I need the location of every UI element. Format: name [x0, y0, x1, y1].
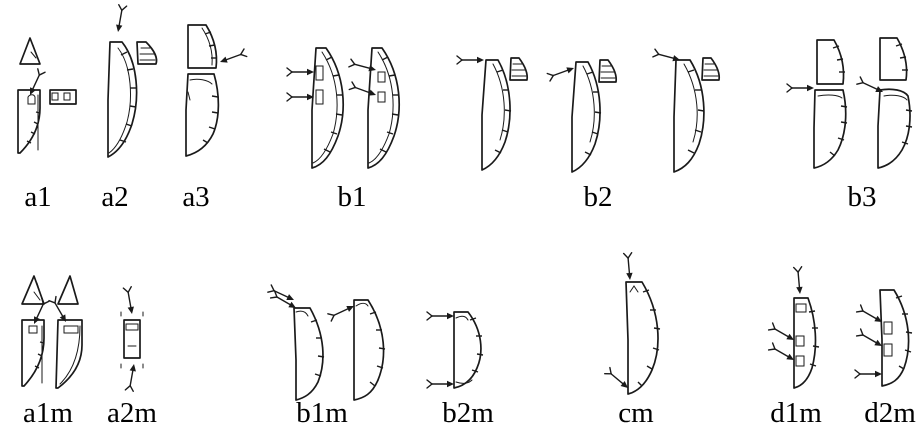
panel-b2m: b2m: [426, 311, 494, 429]
impact-arrow: [767, 322, 797, 345]
impact-arrow: [622, 252, 635, 282]
impact-arrow: [604, 366, 632, 392]
panel-label: a1: [24, 181, 51, 213]
lunate-segment-right: [353, 299, 385, 401]
lunate-segment: [17, 89, 41, 154]
impact-arrow: [767, 342, 797, 365]
panel-label: a3: [182, 181, 209, 213]
panel-label: a1m: [23, 397, 73, 429]
detail-fragment: [49, 89, 77, 105]
detail-fragment: [136, 41, 158, 65]
impact-arrow: [286, 67, 315, 77]
impact-arrow: [426, 311, 455, 321]
panel-label: a2m: [107, 397, 157, 429]
lunate-segment: [453, 311, 482, 389]
lunate-segment-1: [481, 59, 511, 171]
panel-label: d1m: [770, 397, 822, 429]
lunate-segment-2: [571, 61, 601, 173]
central-fragment: [123, 319, 141, 359]
impact-arrow: [456, 55, 485, 65]
lower-fragment: [185, 73, 220, 157]
lunate-segment-left: [311, 47, 344, 169]
panel-label: b3: [848, 181, 877, 213]
upper-fragment: [187, 24, 218, 69]
panel-cm: cm: [604, 252, 661, 429]
panel-label: a2: [101, 181, 128, 213]
impact-arrow: [327, 301, 357, 322]
lunate-segment: [879, 289, 910, 387]
upper-fragment-right: [879, 37, 908, 81]
impact-arrow: [855, 328, 885, 351]
lunate-segment-3: [673, 59, 705, 173]
impact-arrow: [217, 48, 248, 67]
panel-label: cm: [618, 397, 654, 429]
impact-arrow: [25, 68, 46, 98]
upper-fragment-left: [816, 39, 845, 85]
impact-arrow: [786, 83, 815, 93]
panel-a1: a1: [17, 37, 77, 213]
panel-label: d2m: [864, 397, 916, 429]
impact-arrow: [426, 379, 455, 389]
impact-arrow: [29, 297, 50, 327]
impact-arrow: [267, 284, 297, 305]
panel-b3: b3: [786, 37, 913, 213]
fragment-tip-2: [57, 275, 79, 305]
impact-arrow: [122, 286, 137, 316]
impact-arrow: [792, 266, 805, 296]
panel-b2: b2: [456, 48, 721, 213]
lower-fragment-right: [877, 88, 911, 169]
lunate-segment: [625, 281, 659, 395]
lower-fragment-left: [813, 89, 847, 169]
impact-arrow: [854, 369, 883, 379]
impact-arrow: [124, 362, 139, 392]
panel-label: b1m: [296, 397, 348, 429]
lunate-segment: [107, 41, 138, 158]
panel-a2: a2: [101, 4, 158, 213]
impact-arrow: [652, 48, 682, 65]
panel-d2m: d2m: [854, 289, 916, 429]
panel-label: b2: [584, 181, 613, 213]
panel-a3: a3: [182, 24, 248, 213]
lunate-segment-2: [55, 319, 83, 389]
lunate-segment: [21, 319, 45, 387]
impact-arrow: [286, 92, 315, 102]
panel-label: b2m: [442, 397, 494, 429]
fragment-tip: [19, 37, 41, 65]
panel-a1m: a1m: [21, 275, 83, 429]
panel-b1m: b1m: [267, 284, 386, 429]
lunate-segment-left: [293, 307, 324, 401]
impact-arrow: [348, 58, 378, 75]
panel-b1: b1: [286, 47, 400, 213]
panel-a2m: a2m: [107, 286, 157, 429]
panel-label: b1: [338, 181, 367, 213]
impact-arrow: [348, 81, 379, 100]
impact-arrow: [546, 63, 577, 82]
lunate-segment-right: [367, 47, 400, 169]
panel-d1m: d1m: [767, 266, 822, 429]
impact-arrow: [113, 4, 128, 34]
fragment-tip: [21, 275, 45, 305]
